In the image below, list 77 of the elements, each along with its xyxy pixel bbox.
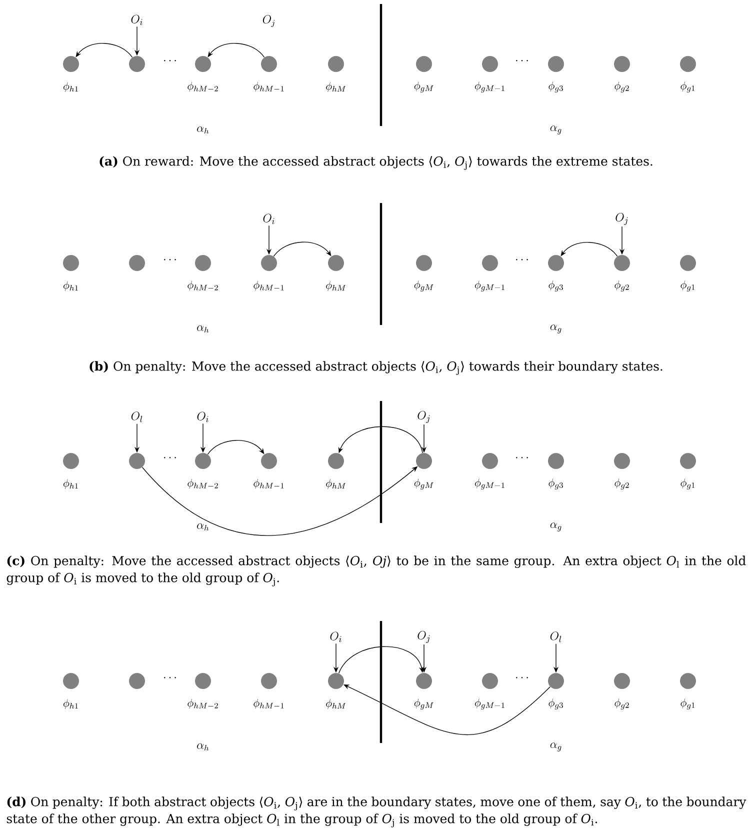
- state-label: $\phi_{h1}$: [63, 699, 78, 709]
- math-label: $\cdots$: [516, 677, 528, 678]
- state-label: $\phi_{gM}$: [414, 698, 434, 710]
- state-label: $\phi_{g3}$: [548, 478, 563, 490]
- state-label: $\phi_{g2}$: [614, 698, 629, 710]
- math-label: $\cdots$: [164, 60, 176, 62]
- state-label: $\phi_{gM}$: [414, 478, 434, 490]
- caption: (b) On penalty: Move the accessed abstract objects ⟨O$_{i}$, O$_{j}$⟩ towards their boundary states.: [90, 361, 662, 375]
- math-label: $\cdots$: [516, 457, 528, 458]
- state-label: $\phi_{g1}$: [680, 698, 695, 710]
- state-label: $\phi_{hM-2}$: [188, 280, 218, 291]
- object-label: $O_j$: [418, 410, 430, 423]
- math-label: $\alpha_h$: [197, 523, 209, 531]
- state-label: $\phi_{h1}$: [63, 82, 78, 92]
- math-label: $\cdots$: [164, 259, 176, 260]
- caption: (d) On penalty: If both abstract objects ⟨O$_{i}$, O$_{j}$⟩ are in the boundary states, move one of them, say O$_{i}$, to the boundary state of the other group. An extra object O$_{l}$ in the group of O$_{j}$ is moved to the old group of O$_{i}$.: [6, 796, 746, 828]
- object-label: $O_i$: [131, 14, 142, 26]
- state-label: $\phi_{gM-1}$: [474, 698, 504, 710]
- state-dot: [129, 255, 145, 271]
- state-label: $\phi_{hM}$: [326, 479, 346, 489]
- math-label: $\cdots$: [516, 60, 528, 62]
- state-label: $\phi_{hM}$: [326, 82, 346, 92]
- state-dot: [129, 673, 145, 689]
- state-label: $\phi_{hM-2}$: [188, 698, 218, 709]
- state-label: $\phi_{g1}$: [680, 478, 695, 490]
- state-label: $\phi_{hM-1}$: [254, 478, 284, 489]
- caption: (a) On reward: Move the accessed abstract objects ⟨O$_{i}$, O$_{j}$⟩ towards the extreme states.: [100, 156, 652, 170]
- state-label: $\phi_{hM-1}$: [254, 698, 284, 709]
- state-label: $\phi_{hM-1}$: [254, 82, 284, 92]
- math-label: $\alpha_g$: [550, 324, 562, 334]
- state-dot: [129, 453, 145, 469]
- arrow: [338, 426, 423, 454]
- object-label: $O_j$: [616, 212, 628, 225]
- object-label: $O_i$: [330, 632, 342, 642]
- math-label: $\alpha_g$: [550, 522, 562, 532]
- state-label: $\phi_{gM-1}$: [474, 478, 504, 490]
- math-label: $\cdots$: [164, 457, 176, 458]
- arrow: [76, 43, 133, 58]
- math-label: $\cdots$: [516, 259, 528, 260]
- state-label: $\phi_{gM}$: [414, 280, 434, 292]
- math-label: $O_j$: [262, 15, 275, 27]
- state-label: $\phi_{hM-2}$: [188, 82, 218, 92]
- state-label: $\phi_{gM}$: [414, 82, 434, 92]
- arrow: [338, 646, 424, 674]
- state-label: $\phi_{g2}$: [614, 280, 629, 292]
- math-label: $\alpha_h$: [197, 743, 209, 751]
- state-label: $\phi_{gM-1}$: [474, 280, 504, 292]
- math-label: $\cdots$: [164, 677, 176, 678]
- state-label: $\phi_{hM}$: [326, 699, 346, 709]
- arrow: [207, 440, 264, 455]
- state-label: $\phi_{g1}$: [680, 82, 695, 92]
- state-label: $\phi_{g3}$: [548, 82, 563, 92]
- arrow: [273, 242, 332, 257]
- math-label: $\alpha_g$: [550, 126, 562, 134]
- state-label: $\phi_{gM-1}$: [474, 82, 504, 92]
- state-label: $\phi_{g3}$: [548, 280, 563, 292]
- math-label: $\alpha_h$: [197, 325, 209, 333]
- state-dot: [129, 56, 145, 72]
- state-label: $\phi_{h1}$: [63, 479, 78, 489]
- state-label: $\phi_{g1}$: [680, 280, 695, 292]
- object-label: $O_l$: [131, 412, 142, 422]
- math-label: $\alpha_g$: [550, 742, 562, 752]
- arrow: [560, 242, 618, 257]
- caption: (c) On penalty: Move the accessed abstract objects ⟨O$_{i}$, Oj⟩ to be in the same group. An extra object O$_{l}$ in the old group of O$_{i}$ is moved to the old group of O$_{j}$.: [6, 556, 746, 586]
- object-label: $O_j$: [418, 630, 430, 643]
- arrow: [208, 43, 265, 58]
- state-label: $\phi_{hM-1}$: [254, 280, 284, 291]
- object-label: $O_l$: [550, 632, 562, 642]
- state-label: $\phi_{g2}$: [614, 478, 629, 490]
- state-label: $\phi_{g2}$: [614, 82, 629, 92]
- object-label: $O_i$: [197, 412, 208, 422]
- state-label: $\phi_{hM-2}$: [188, 478, 218, 489]
- math-label: $\alpha_h$: [197, 126, 209, 134]
- state-label: $\phi_{g3}$: [548, 698, 563, 710]
- state-label: $\phi_{hM}$: [326, 281, 346, 291]
- state-label: $\phi_{h1}$: [63, 281, 78, 291]
- object-label: $O_i$: [263, 214, 274, 224]
